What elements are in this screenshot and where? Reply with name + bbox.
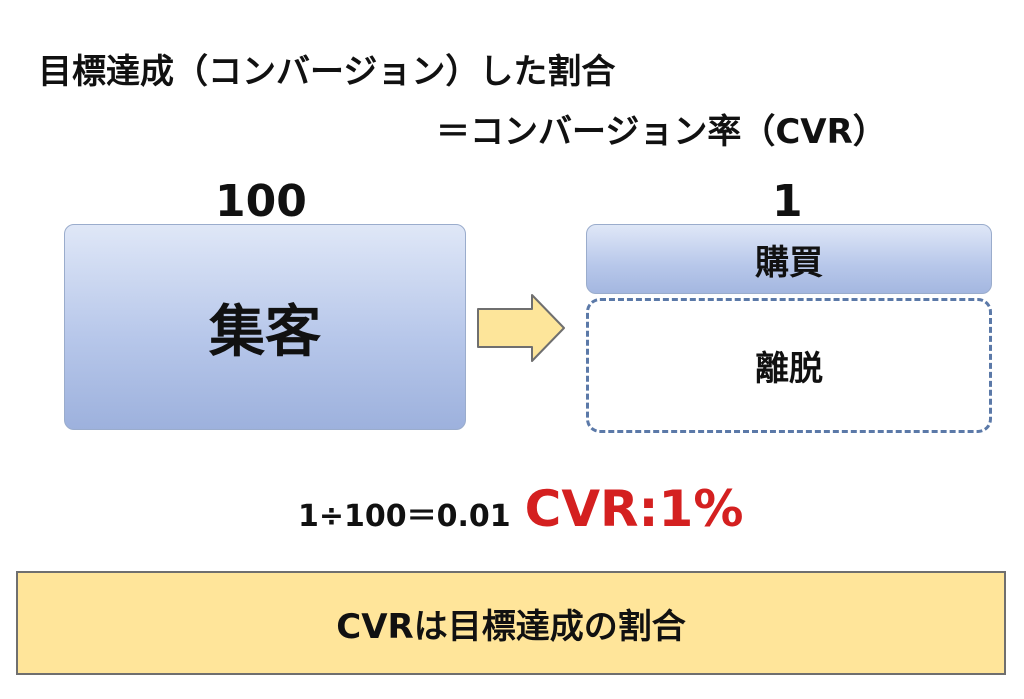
- formula-expression: 1÷100＝0.01: [298, 499, 511, 534]
- title-line-2: ＝コンバージョン率（CVR）: [436, 112, 887, 152]
- bounce-label: 離脱: [755, 349, 823, 389]
- visitors-box: 集客: [64, 224, 466, 430]
- cvr-result: CVR:1%: [524, 480, 744, 538]
- summary-box: CVRは目標達成の割合: [16, 571, 1006, 675]
- visitors-label: 集客: [209, 299, 321, 365]
- title-line-1: 目標達成（コンバージョン）した割合: [38, 52, 616, 92]
- purchase-box: 購買: [586, 224, 992, 294]
- arrow-shape: [477, 294, 565, 362]
- purchase-label: 購買: [755, 242, 823, 283]
- formula-row: 1÷100＝0.01 CVR:1%: [298, 480, 743, 544]
- bounce-box: 離脱: [586, 298, 992, 433]
- purchase-count: 1: [772, 176, 803, 227]
- summary-text: CVRは目標達成の割合: [336, 606, 686, 647]
- visitor-count: 100: [215, 176, 307, 227]
- right-arrow-icon: [477, 294, 565, 362]
